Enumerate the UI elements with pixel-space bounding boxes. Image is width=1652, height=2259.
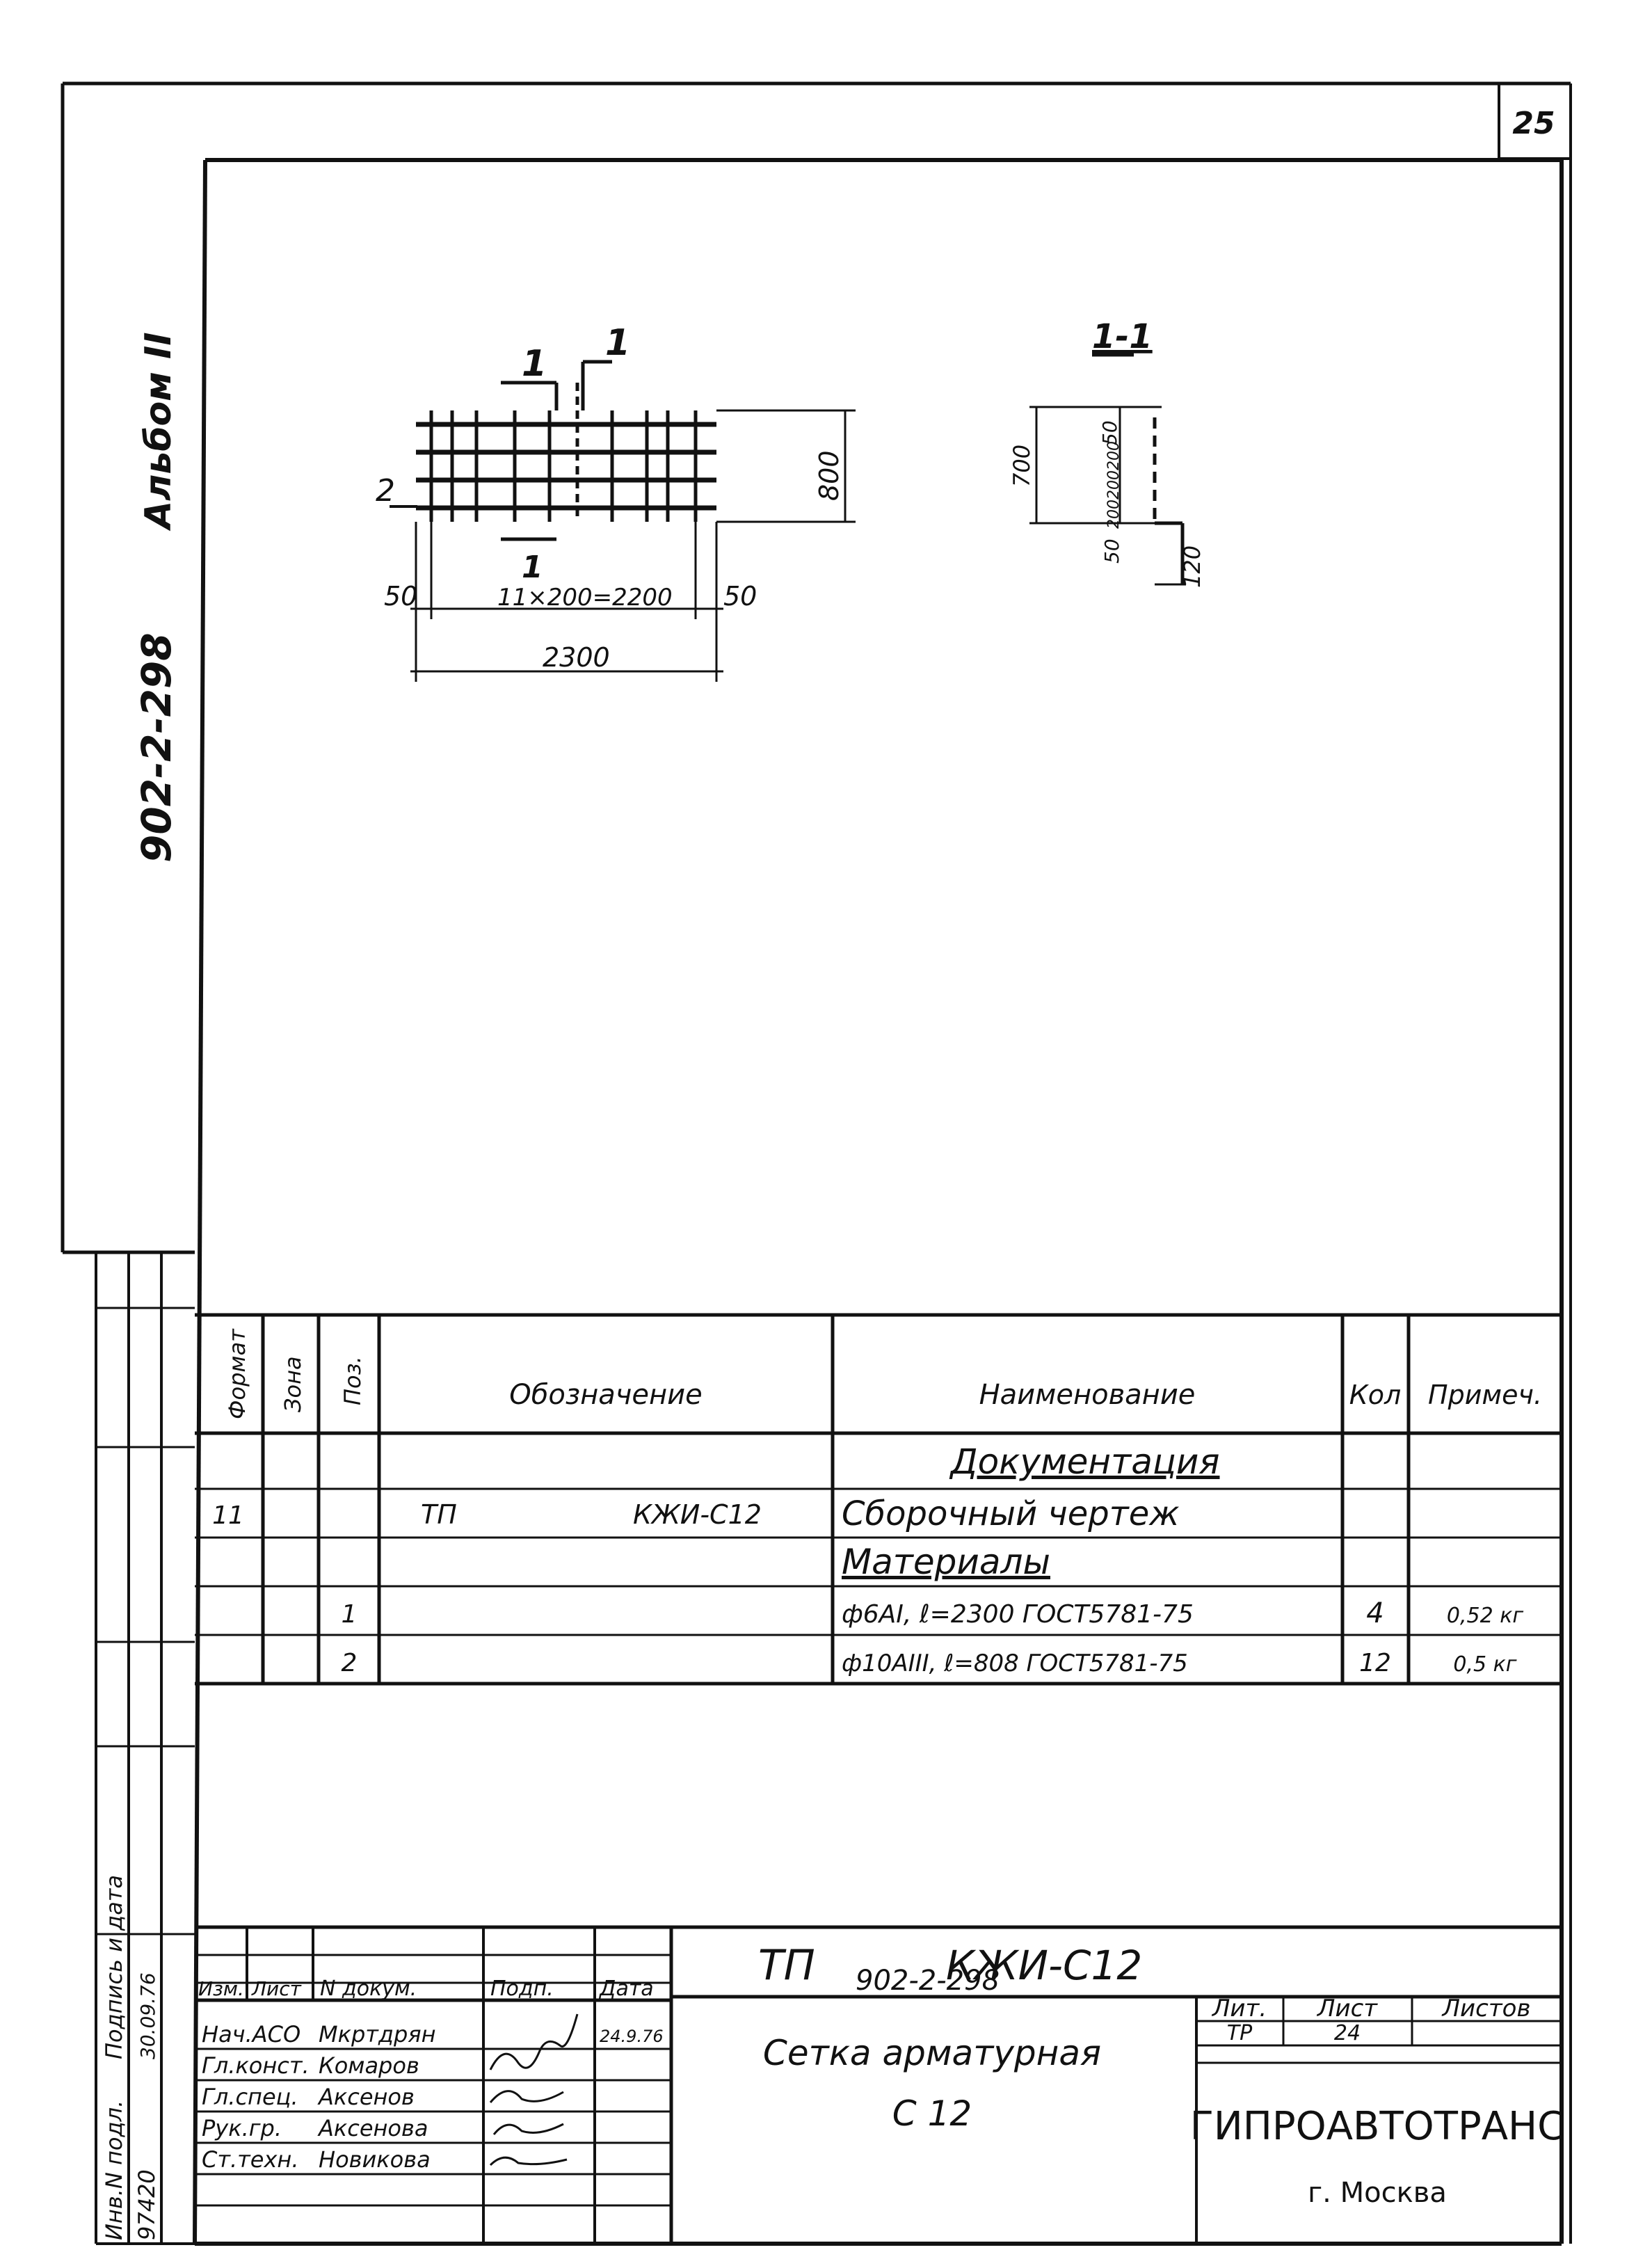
organization-city: г. Москва xyxy=(1308,2177,1447,2209)
person-role: Рук.гр. xyxy=(202,2115,282,2141)
spec-row-note: 0,52 кг xyxy=(1447,1604,1523,1628)
section-top-dim: 50 xyxy=(1098,420,1121,445)
plan-section-mark-bottom: 1 xyxy=(522,550,543,585)
section-title: 1-1 xyxy=(1092,317,1153,356)
signature-date-value: 30.09.76 xyxy=(136,1972,159,2059)
organization-name: ГИПРОАВТОТРАНС xyxy=(1190,2104,1565,2149)
plan-right-margin-dim: 50 xyxy=(723,581,757,612)
spec-row-pos: 2 xyxy=(342,1649,358,1677)
sheet-value: 24 xyxy=(1334,2021,1361,2045)
spec-section-documentation: Документация xyxy=(949,1442,1220,1482)
col-header-doc: N докум. xyxy=(320,1977,417,2001)
plan-section-mark-right: 1 xyxy=(605,322,630,364)
mesh-plan-view xyxy=(390,360,856,682)
sheet-frame xyxy=(61,81,1572,2246)
spec-row-name: ф6АI, ℓ=2300 ГОСТ5781-75 xyxy=(842,1600,1194,1629)
person-role: Ст.техн. xyxy=(202,2146,299,2173)
inv-number-label: Инв.N подл. xyxy=(101,2100,127,2240)
plan-section-mark-left: 1 xyxy=(522,343,547,385)
plan-spacing-dim: 11×200=2200 xyxy=(497,584,673,612)
spec-header-pos: Поз. xyxy=(339,1356,366,1405)
col-header-change: Изм. xyxy=(198,1977,244,2000)
signatures xyxy=(489,2013,579,2166)
person-name: Новикова xyxy=(319,2146,431,2173)
plan-total-dim: 2300 xyxy=(543,642,610,673)
spec-row-qty: 12 xyxy=(1359,1649,1391,1677)
album-label: Альбом II xyxy=(138,332,179,532)
signature-date-label: Подпись и дата xyxy=(101,1875,127,2059)
spec-header-note: Примеч. xyxy=(1428,1380,1542,1410)
spec-section-materials: Материалы xyxy=(842,1542,1050,1582)
stage-label: Лит. xyxy=(1211,1995,1267,2022)
plan-position-mark: 2 xyxy=(376,473,395,509)
title-code-left: ТП xyxy=(758,1941,815,1990)
person-role: Гл.конст. xyxy=(202,2052,310,2079)
side-strip: Альбом II 902-2-298 xyxy=(95,332,195,2245)
title-code-right: КЖИ-С12 xyxy=(946,1942,1142,1989)
spec-row-note: 0,5 кг xyxy=(1453,1652,1516,1677)
mesh-section-view xyxy=(1029,353,1186,586)
side-project-code: 902-2-298 xyxy=(133,632,180,863)
sheets-label: Листов xyxy=(1441,1995,1530,2022)
section-bottom-dim: 50 xyxy=(1100,538,1123,564)
col-header-sheet: Лист xyxy=(251,1977,302,2000)
person-name: Аксенова xyxy=(317,2115,428,2141)
section-hook-dim: 120 xyxy=(1179,545,1205,588)
person-role: Гл.спец. xyxy=(202,2084,298,2110)
spec-header-qty: Кол xyxy=(1349,1380,1402,1410)
plan-left-margin-dim: 50 xyxy=(384,581,417,612)
title-line-1: Сетка арматурная xyxy=(763,2033,1101,2073)
person-date: 24.9.76 xyxy=(600,2027,664,2046)
col-header-sign: Подп. xyxy=(490,1977,554,2001)
col-header-date: Дата xyxy=(598,1977,654,2001)
specification-table xyxy=(195,1313,1562,1686)
spec-doc-name: Сборочный чертеж xyxy=(842,1494,1180,1533)
title-line-2: С 12 xyxy=(892,2093,972,2134)
spec-header-name: Наименование xyxy=(979,1379,1196,1411)
person-name: Мкртдрян xyxy=(319,2021,436,2048)
person-name: Комаров xyxy=(319,2052,419,2079)
spec-doc-designation-left: ТП xyxy=(421,1499,457,1530)
section-height-dim: 700 xyxy=(1009,445,1035,487)
inv-number-value: 97420 xyxy=(134,2169,160,2240)
spec-header-zone: Зона xyxy=(280,1356,306,1412)
spec-header-format: Формат xyxy=(224,1328,250,1419)
title-block xyxy=(195,1925,1562,2244)
sheet-number: 25 xyxy=(1512,106,1555,141)
stage-value: ТР xyxy=(1227,2021,1253,2045)
plan-height-dim: 800 xyxy=(814,450,844,501)
spec-row-name: ф10АIII, ℓ=808 ГОСТ5781-75 xyxy=(842,1650,1188,1677)
title-project: 902-2-298 xyxy=(856,1965,1000,1997)
spec-doc-format: 11 xyxy=(212,1501,244,1530)
spec-header-designation: Обозначение xyxy=(509,1379,703,1411)
spec-row-pos: 1 xyxy=(342,1600,358,1629)
sheet-label: Лист xyxy=(1316,1995,1378,2022)
spec-row-qty: 4 xyxy=(1366,1597,1384,1629)
person-name: Аксенов xyxy=(317,2084,415,2110)
person-role: Нач.АСО xyxy=(202,2021,300,2048)
section-spacing-dim: 200200200 xyxy=(1105,441,1123,529)
spec-doc-designation-right: КЖИ-С12 xyxy=(633,1499,762,1530)
